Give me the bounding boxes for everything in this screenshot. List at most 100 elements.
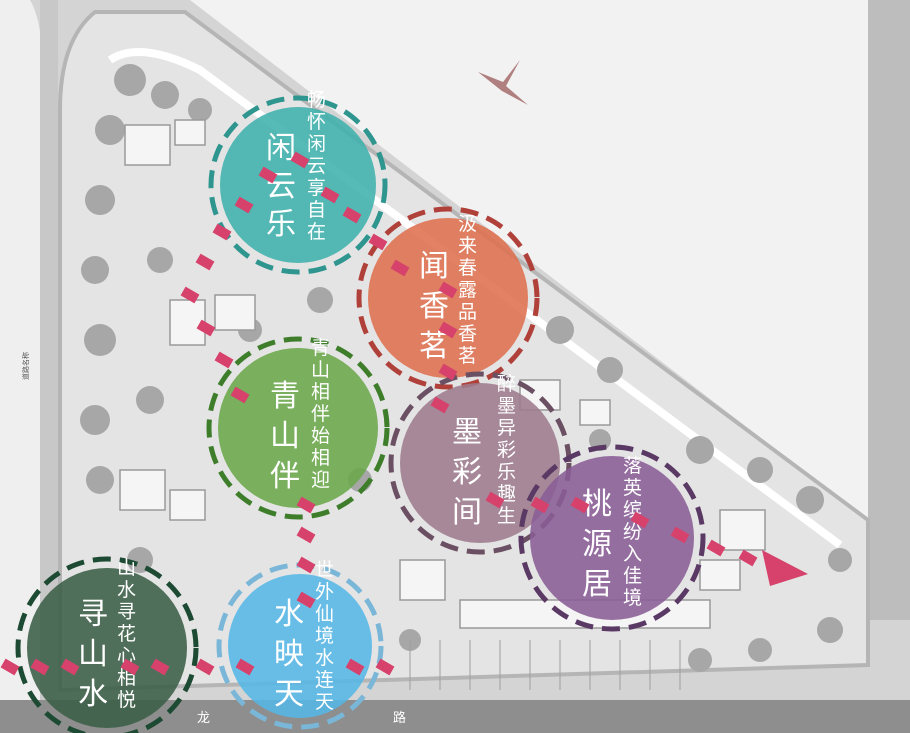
zone-dashed-ring <box>208 95 388 275</box>
zone-motto-char: 悦 <box>117 689 136 711</box>
route-marker <box>120 658 140 676</box>
zone-circle <box>228 574 372 718</box>
zone-name-char: 青 <box>270 379 300 414</box>
zone-motto-char: 伴 <box>311 403 330 425</box>
zone-motto-char: 云 <box>307 155 326 177</box>
route-marker <box>235 658 255 676</box>
zone-motto-char: 心 <box>117 645 136 667</box>
zone-name-char: 香 <box>419 289 449 324</box>
route-marker <box>706 539 726 557</box>
zone-motto-char: 彩 <box>497 439 516 461</box>
zone-name-char: 水 <box>274 597 304 632</box>
zone-name-char: 山 <box>270 419 300 454</box>
perimeter-walk <box>107 48 843 549</box>
route-marker <box>670 526 690 544</box>
route-marker <box>180 286 200 304</box>
route-marker <box>438 281 458 299</box>
zone-motto-char: 佳 <box>623 565 642 587</box>
route-marker <box>342 206 362 224</box>
zone-name-char: 天 <box>274 677 304 712</box>
route-marker <box>214 351 234 369</box>
zone-name-char: 水 <box>78 677 108 712</box>
zone-motto-char: 异 <box>497 417 516 439</box>
route-marker <box>150 658 170 676</box>
route-marker <box>258 166 278 184</box>
zone-motto-char: 花 <box>117 623 136 645</box>
zone-motto-char: 境 <box>315 625 334 647</box>
route-marker <box>390 259 410 277</box>
zone-motto-char: 汲 <box>458 213 477 235</box>
zone-dashed-ring <box>388 371 572 555</box>
zone-name-char: 居 <box>582 567 612 602</box>
zone-circle <box>530 456 694 620</box>
zone-motto-char: 外 <box>315 581 334 603</box>
zone-motto-char: 来 <box>458 235 477 257</box>
left-sidewalk <box>40 0 58 733</box>
route-marker <box>738 549 758 567</box>
route-marker <box>212 223 232 241</box>
zone-motto-char: 水 <box>117 579 136 601</box>
route-marker <box>195 253 215 271</box>
north-arrow-icon <box>478 60 528 105</box>
route-marker <box>30 658 50 676</box>
route-marker <box>0 658 20 676</box>
zone-motto-char: 迎 <box>311 469 330 491</box>
route-marker <box>345 658 365 676</box>
zone-motto-char: 生 <box>497 505 516 527</box>
route-marker <box>296 556 316 574</box>
route-marker <box>530 496 550 514</box>
zone-name-char: 寻 <box>78 597 108 632</box>
zone-motto-char: 纷 <box>623 521 642 543</box>
zone-motto-char: 仙 <box>315 603 334 625</box>
route-marker <box>296 526 316 544</box>
zone-circle <box>218 348 378 508</box>
zone-motto-char: 春 <box>458 257 477 279</box>
route-marker <box>438 363 458 381</box>
zone-motto-char: 茗 <box>458 345 477 367</box>
route-marker <box>296 591 316 609</box>
route-marker <box>438 321 458 339</box>
zone-name-char: 墨 <box>452 415 482 450</box>
zone-motto-char: 闲 <box>307 133 326 155</box>
zone-motto-char: 畅 <box>307 89 326 111</box>
zone-circle <box>400 383 560 543</box>
zone-name-char: 乐 <box>266 207 296 242</box>
zone-motto-char: 乐 <box>497 461 516 483</box>
zone-dashed-ring <box>15 556 199 733</box>
route-marker <box>485 491 505 509</box>
route-marker <box>375 658 395 676</box>
zone-motto-char: 墨 <box>497 395 516 417</box>
zone-motto-char: 始 <box>311 425 330 447</box>
zone-motto-char: 水 <box>315 647 334 669</box>
zone-motto-char: 香 <box>458 323 477 345</box>
zone-motto-char: 享 <box>307 177 326 199</box>
entrance-arrow-icon <box>762 550 808 586</box>
zone-motto-char: 英 <box>623 477 642 499</box>
route-marker <box>234 196 254 214</box>
zone-name-char: 伴 <box>270 459 300 494</box>
zone-motto-char: 醉 <box>497 373 516 395</box>
zones-layer: 闲云乐畅怀闲云享自在闻香茗汲来春露品香茗青山伴青山相伴始相迎墨彩间醉墨异彩乐趣生… <box>15 89 706 733</box>
route-marker <box>570 496 590 514</box>
zone-motto-char: 怀 <box>307 111 326 133</box>
zone-motto-char: 境 <box>623 587 642 609</box>
route-marker <box>196 319 216 337</box>
route-marker <box>430 396 450 414</box>
zone-name-char: 茗 <box>419 329 449 364</box>
zone-dashed-ring <box>356 206 540 390</box>
tour-route <box>0 151 758 676</box>
route-marker <box>60 658 80 676</box>
zone-circle <box>368 218 528 378</box>
zone-motto-char: 品 <box>458 301 477 323</box>
zone-name-char: 映 <box>274 637 304 672</box>
zone-circle <box>220 107 376 263</box>
zone-motto-char: 入 <box>623 543 642 565</box>
zone-motto-char: 青 <box>311 337 330 359</box>
zone-motto-char: 在 <box>307 221 326 243</box>
